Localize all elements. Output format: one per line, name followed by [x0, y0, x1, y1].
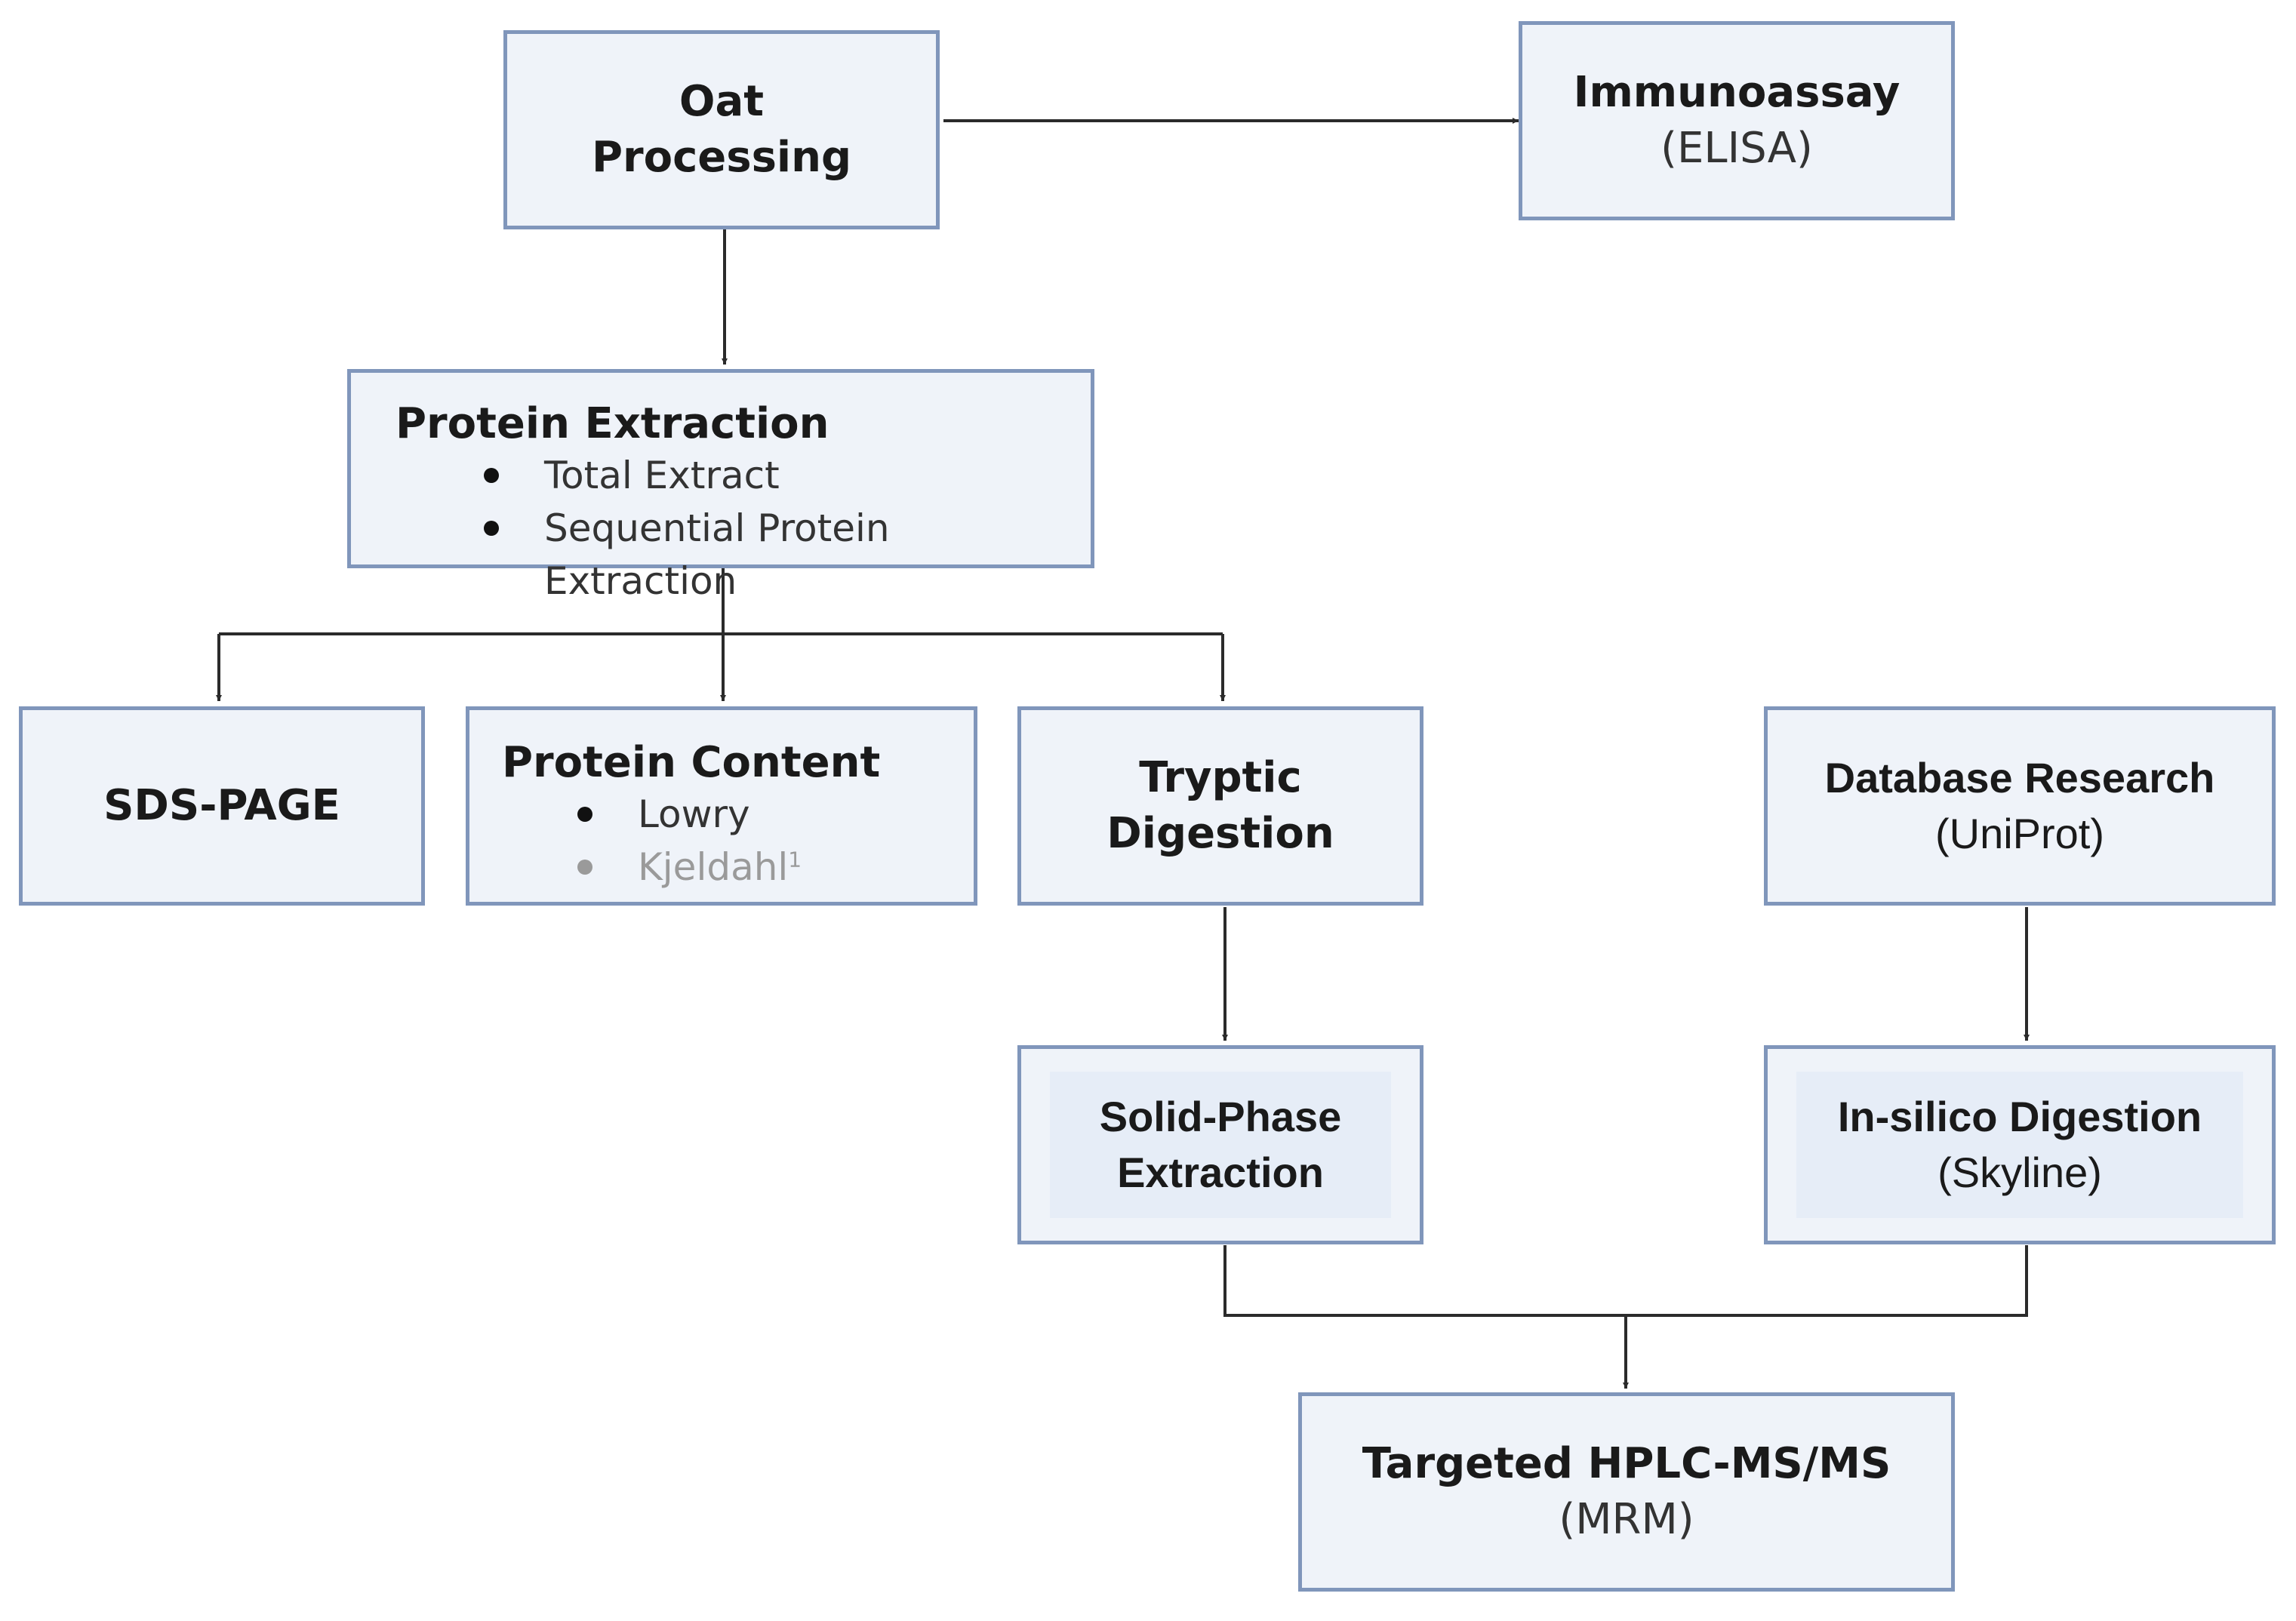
database-research-box: Database Research (UniProt) [1764, 706, 2276, 906]
solid-phase-extraction-title: Solid-Phase Extraction [1099, 1093, 1342, 1196]
protein-content-title: Protein Content [502, 738, 881, 787]
insilico-digestion-subtitle: (Skyline) [1937, 1149, 2102, 1196]
extraction-method-label: Total Extract [544, 454, 780, 498]
immunoassay-title: Immunoassay [1573, 68, 1901, 118]
bullet-icon [484, 521, 499, 537]
protein-extraction-box: Protein Extraction Total Extract Sequent… [347, 369, 1094, 603]
bullet-icon [484, 468, 499, 484]
list-item: Sequential Protein Extraction [484, 502, 1091, 607]
extraction-method-list: Total Extract Sequential Protein Extract… [484, 449, 1091, 607]
sds-page-box: SDS-PAGE [19, 706, 425, 906]
list-item: Kjeldahl1 [577, 841, 802, 894]
protein-content-box: Protein Content Lowry Kjeldahl1 [466, 706, 977, 906]
oat-processing-box: Oat Processing [503, 30, 940, 229]
sds-page-title: SDS-PAGE [103, 781, 340, 831]
database-research-subtitle: (UniProt) [1934, 810, 2105, 857]
bullet-icon [577, 860, 592, 875]
list-item: Lowry [577, 788, 802, 841]
targeted-hplc-box: Targeted HPLC-MS/MS (MRM) [1298, 1392, 1955, 1592]
targeted-hplc-subtitle: (MRM) [1559, 1495, 1694, 1544]
protein-extraction-title: Protein Extraction [395, 399, 829, 448]
tryptic-digestion-box: Tryptic Digestion [1017, 706, 1423, 906]
immunoassay-box: Immunoassay (ELISA) [1519, 21, 1955, 220]
footnote-marker: 1 [788, 847, 802, 872]
solid-phase-extraction-panel: Solid-Phase Extraction [1050, 1072, 1391, 1218]
content-method-label: Kjeldahl [638, 845, 789, 890]
insilico-digestion-title: In-silico Digestion [1837, 1093, 2202, 1141]
content-method-label: Lowry [638, 792, 750, 837]
connector-merge [1223, 1245, 2028, 1317]
list-item: Total Extract [484, 449, 1091, 502]
insilico-digestion-box: In-silico Digestion (Skyline) [1764, 1045, 2276, 1244]
bullet-icon [577, 807, 592, 823]
immunoassay-subtitle: (ELISA) [1660, 124, 1813, 173]
oat-processing-title: Oat Processing [591, 77, 852, 182]
targeted-hplc-title: Targeted HPLC-MS/MS [1362, 1439, 1891, 1489]
extraction-method-label: Sequential Protein Extraction [544, 506, 890, 604]
database-research-title: Database Research [1824, 754, 2215, 802]
content-method-list: Lowry Kjeldahl1 [577, 788, 802, 894]
tryptic-digestion-title: Tryptic Digestion [1106, 753, 1334, 858]
solid-phase-extraction-box: Solid-Phase Extraction [1017, 1045, 1423, 1244]
insilico-digestion-panel: In-silico Digestion (Skyline) [1796, 1072, 2243, 1218]
